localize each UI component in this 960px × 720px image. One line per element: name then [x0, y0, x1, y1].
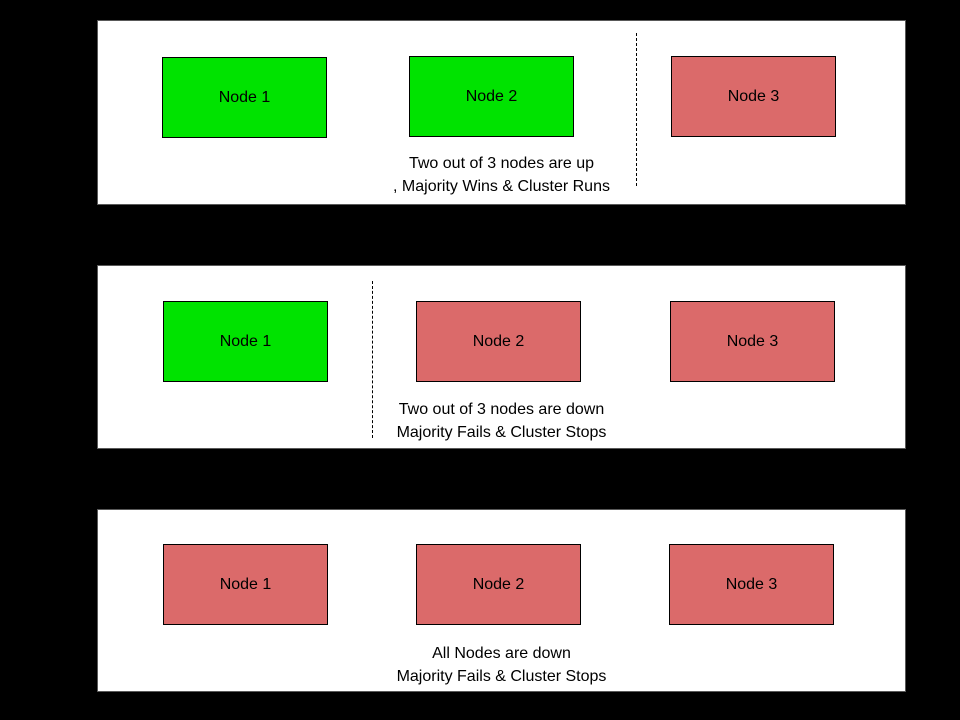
- caption-line-2: , Majority Wins & Cluster Runs: [393, 178, 610, 195]
- caption-line-1: Two out of 3 nodes are up: [408, 155, 594, 172]
- node-label: Node 1: [219, 575, 272, 593]
- scenario-caption: All Nodes are down Majority Fails & Clus…: [98, 642, 905, 688]
- node-box: Node 3: [671, 56, 836, 137]
- node-box: Node 1: [163, 544, 328, 625]
- node-label: Node 2: [472, 575, 525, 593]
- node-label: Node 3: [725, 575, 778, 593]
- scenario-caption: Two out of 3 nodes are down Majority Fai…: [98, 398, 905, 444]
- node-label: Node 3: [727, 87, 780, 105]
- partition-divider-dashed-line: [372, 281, 373, 438]
- scenario-panel-all-down: Node 1 Node 2 Node 3 All Nodes are down …: [97, 509, 906, 692]
- partition-divider-dashed-line: [636, 33, 637, 186]
- node-box: Node 2: [416, 544, 581, 625]
- scenario-panel-two-down: Node 1 Node 2 Node 3 Two out of 3 nodes …: [97, 265, 906, 449]
- caption-line-2: Majority Fails & Cluster Stops: [396, 424, 607, 441]
- node-box: Node 1: [163, 301, 328, 382]
- node-box: Node 2: [409, 56, 574, 137]
- node-box: Node 1: [162, 57, 327, 138]
- scenario-panel-two-up: Node 1 Node 2 Node 3 Two out of 3 nodes …: [97, 20, 906, 205]
- node-box: Node 2: [416, 301, 581, 382]
- node-label: Node 3: [726, 332, 779, 350]
- caption-line-1: All Nodes are down: [432, 645, 571, 662]
- node-label: Node 1: [219, 332, 272, 350]
- node-box: Node 3: [670, 301, 835, 382]
- node-label: Node 2: [472, 332, 525, 350]
- node-label: Node 2: [465, 87, 518, 105]
- caption-line-2: Majority Fails & Cluster Stops: [396, 668, 607, 685]
- scenario-caption: Two out of 3 nodes are up , Majority Win…: [98, 152, 905, 198]
- node-box: Node 3: [669, 544, 834, 625]
- caption-line-1: Two out of 3 nodes are down: [398, 401, 605, 418]
- node-label: Node 1: [218, 88, 271, 106]
